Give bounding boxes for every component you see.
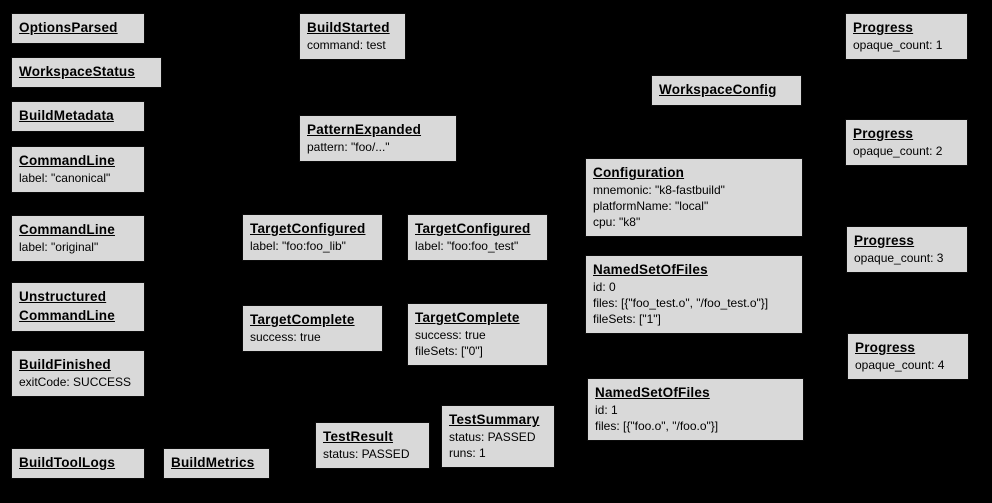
event-detail: status: PASSED [449,430,536,444]
event-box-build-started: BuildStarted command: test [299,13,406,60]
event-box-test-result: TestResult status: PASSED [315,422,430,469]
event-box-configuration: Configuration mnemonic: "k8-fastbuild" p… [585,158,803,237]
event-title: Progress [853,126,914,141]
event-title: TargetComplete [415,310,520,325]
event-title: TestResult [323,429,394,444]
event-box-progress-4: Progress opaque_count: 4 [847,333,969,380]
event-box-command-line-canonical: CommandLine label: "canonical" [11,146,145,193]
event-title: Unstructured CommandLine [19,289,115,323]
event-title: CommandLine [19,153,115,168]
event-title: NamedSetOfFiles [595,385,710,400]
event-title: TargetConfigured [250,221,366,236]
event-box-progress-3: Progress opaque_count: 3 [846,226,968,273]
event-detail: label: "foo:foo_lib" [250,239,346,253]
event-box-options-parsed: OptionsParsed [11,13,145,44]
event-detail: pattern: "foo/..." [307,140,390,154]
event-detail: id: 1 [595,403,618,417]
event-detail: cpu: "k8" [593,215,641,229]
event-box-named-set-of-files-1: NamedSetOfFiles id: 1 files: [{"foo.o", … [587,378,804,441]
event-box-test-summary: TestSummary status: PASSED runs: 1 [441,405,555,468]
event-box-progress-1: Progress opaque_count: 1 [845,13,968,60]
event-detail: label: "foo:foo_test" [415,239,519,253]
event-detail: opaque_count: 4 [855,358,945,372]
event-box-target-complete-lib: TargetComplete success: true [242,305,383,352]
event-title: BuildToolLogs [19,455,116,470]
event-detail: fileSets: ["1"] [593,312,661,326]
event-box-pattern-expanded: PatternExpanded pattern: "foo/..." [299,115,457,162]
event-title: OptionsParsed [19,20,118,35]
event-box-workspace-config: WorkspaceConfig [651,75,802,106]
event-detail: opaque_count: 1 [853,38,943,52]
event-title: Configuration [593,165,685,180]
event-detail: label: "canonical" [19,171,111,185]
event-box-named-set-of-files-0: NamedSetOfFiles id: 0 files: [{"foo_test… [585,255,803,334]
event-title: BuildMetrics [171,455,255,470]
event-box-workspace-status: WorkspaceStatus [11,57,162,88]
event-detail: id: 0 [593,280,616,294]
event-box-build-metadata: BuildMetadata [11,101,145,132]
event-box-build-tool-logs: BuildToolLogs [11,448,145,479]
event-box-target-configured-lib: TargetConfigured label: "foo:foo_lib" [242,214,383,261]
event-title: WorkspaceStatus [19,64,136,79]
event-box-target-complete-test: TargetComplete success: true fileSets: [… [407,303,548,366]
event-detail: platformName: "local" [593,199,709,213]
event-box-target-configured-test: TargetConfigured label: "foo:foo_test" [407,214,548,261]
event-detail: label: "original" [19,240,99,254]
event-title: BuildStarted [307,20,390,35]
event-title: Progress [853,20,914,35]
event-detail: exitCode: SUCCESS [19,375,132,389]
event-detail: files: [{"foo.o", "/foo.o"}] [595,419,719,433]
event-title: CommandLine [19,222,115,237]
event-detail: opaque_count: 3 [854,251,944,265]
event-detail: command: test [307,38,386,52]
event-detail: fileSets: ["0"] [415,344,483,358]
event-box-build-metrics: BuildMetrics [163,448,270,479]
event-detail: status: PASSED [323,447,410,461]
event-title: TestSummary [449,412,540,427]
event-box-command-line-original: CommandLine label: "original" [11,215,145,262]
event-title: TargetConfigured [415,221,531,236]
event-detail: success: true [415,328,486,342]
event-box-progress-2: Progress opaque_count: 2 [845,119,968,166]
event-title: BuildFinished [19,357,111,372]
event-title: Progress [855,340,916,355]
event-title: PatternExpanded [307,122,422,137]
event-detail: success: true [250,330,321,344]
event-box-unstructured-command-line: Unstructured CommandLine [11,282,145,332]
event-detail: files: [{"foo_test.o", "/foo_test.o"}] [593,296,769,310]
event-title: WorkspaceConfig [659,82,777,97]
event-title: Progress [854,233,915,248]
event-title: NamedSetOfFiles [593,262,708,277]
event-detail: opaque_count: 2 [853,144,943,158]
event-box-build-finished: BuildFinished exitCode: SUCCESS [11,350,145,397]
event-detail: mnemonic: "k8-fastbuild" [593,183,725,197]
event-detail: runs: 1 [449,446,486,460]
event-title: TargetComplete [250,312,355,327]
event-title: BuildMetadata [19,108,114,123]
